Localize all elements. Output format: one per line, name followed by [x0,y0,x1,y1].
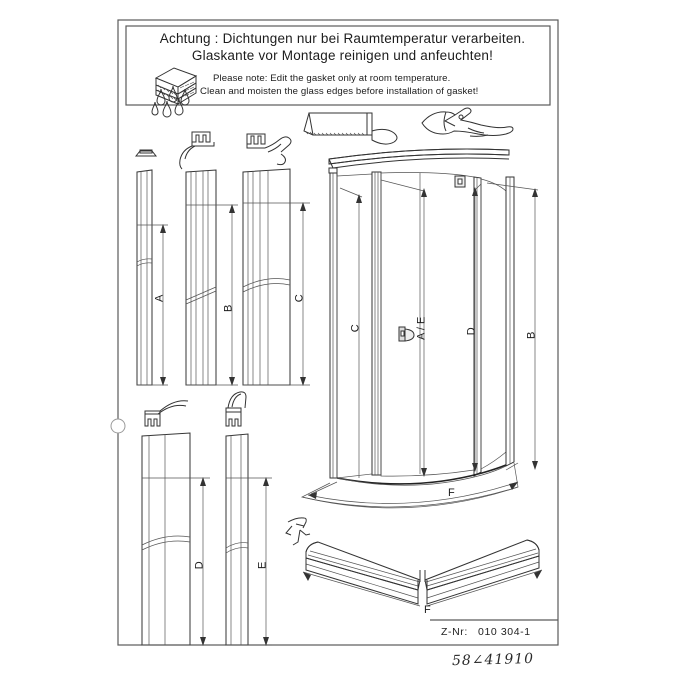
enclosure-label-ae: A / E [415,316,428,340]
pliers-icon [421,107,514,137]
enclosure-base-label-f: F [448,487,455,499]
seal-section-e-icon [225,391,247,427]
profile-section-b-icon [179,131,215,170]
profile-bar-e [225,433,249,646]
profile-label-a: A [153,294,166,302]
punch-hole [110,418,126,434]
saw-icon [303,112,398,145]
dimension-line-enclosure-d [472,183,482,472]
drawing-number-label: Z-Nr: [441,626,468,638]
notice-english-line1: Please note: Edit the gasket only at roo… [213,73,451,84]
notice-box [125,25,551,106]
notice-english-line2: Clean and moisten the glass edges before… [200,86,479,97]
dimension-line-enclosure-c [339,187,363,478]
enclosure-label-b: B [525,331,538,339]
dimension-line-base-f [307,481,519,504]
notice-german-line1: Achtung : Dichtungen nur bei Raumtempera… [159,31,526,46]
notice-german-line2: Glaskante vor Montage reinigen und anfeu… [191,48,494,63]
enclosure-label-d: D [465,327,478,336]
door-handle-icon [398,326,415,342]
dimension-line-enclosure-b [486,182,539,470]
page-border [117,19,559,646]
profile-section-c-icon [246,133,292,166]
enclosure-label-c: C [349,324,362,333]
profile-label-d: D [193,561,206,570]
dimension-line-rail-f [302,569,543,607]
dimension-line-b [186,204,238,386]
profile-bar-b [185,169,217,386]
dimension-line-a [137,224,168,386]
profile-bar-c [242,168,291,386]
base-rail-label-f: F [424,604,431,616]
seal-section-d-icon [144,400,189,427]
profile-label-c: C [293,294,306,303]
quadrant-shower-enclosure [300,148,539,509]
profile-section-a-icon [134,149,158,157]
dimension-line-e [226,477,272,646]
corner-bracket-icon [285,517,311,546]
dimension-line-d [142,477,210,646]
profile-label-b: B [222,304,235,312]
gasket-stack-icon [154,67,198,105]
drawing-number-value: 010 304-1 [478,626,531,638]
hinge-block-icon [454,175,466,188]
dimension-line-enclosure-ae [380,179,427,477]
profile-bar-a [136,169,153,386]
profile-label-e: E [256,561,269,569]
water-drops-icon [151,85,190,118]
dimension-line-c [243,202,310,386]
curved-base-rail [302,539,543,607]
handwritten-note: 58∠41910 [451,650,535,670]
profile-bar-d [141,432,191,646]
